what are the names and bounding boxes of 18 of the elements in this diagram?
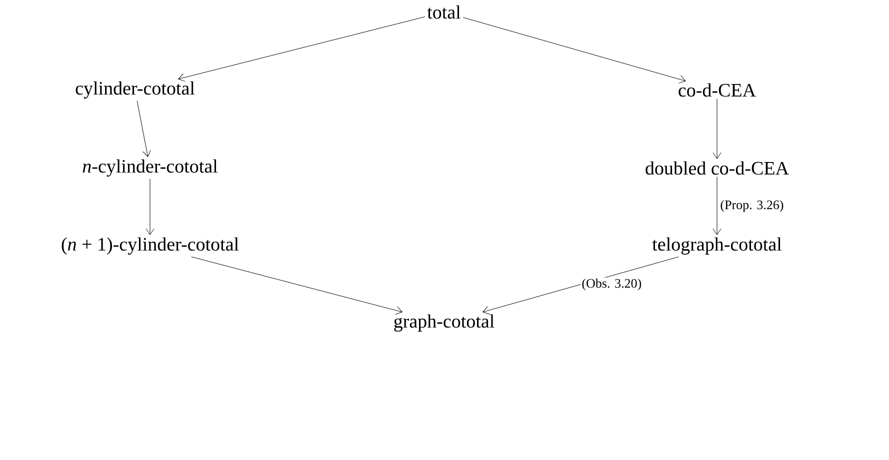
term-label: (n + 1)-cylinder-cototal (62, 237, 239, 255)
arrow (178, 16, 426, 82)
term-label: cylinder-cototal (76, 81, 195, 99)
arrow (462, 17, 686, 84)
term-label: doubled co-d-CEA (646, 161, 789, 175)
arrow (191, 256, 402, 315)
term-label: telograph-cototal (652, 237, 782, 255)
arrow (146, 178, 154, 235)
arrow (136, 100, 151, 157)
arrow (482, 256, 679, 314)
term-label: total (427, 5, 461, 19)
edge-label: (Obs. 3.20) (580, 278, 643, 292)
term-label: co-d-CEA (678, 83, 756, 97)
arrow (712, 176, 722, 235)
term-label: graph-cototal (394, 314, 494, 332)
edge-label: (Prop. 3.26) (719, 199, 785, 213)
arrow (712, 98, 722, 159)
term-label: n-cylinder-cototal (82, 159, 218, 177)
